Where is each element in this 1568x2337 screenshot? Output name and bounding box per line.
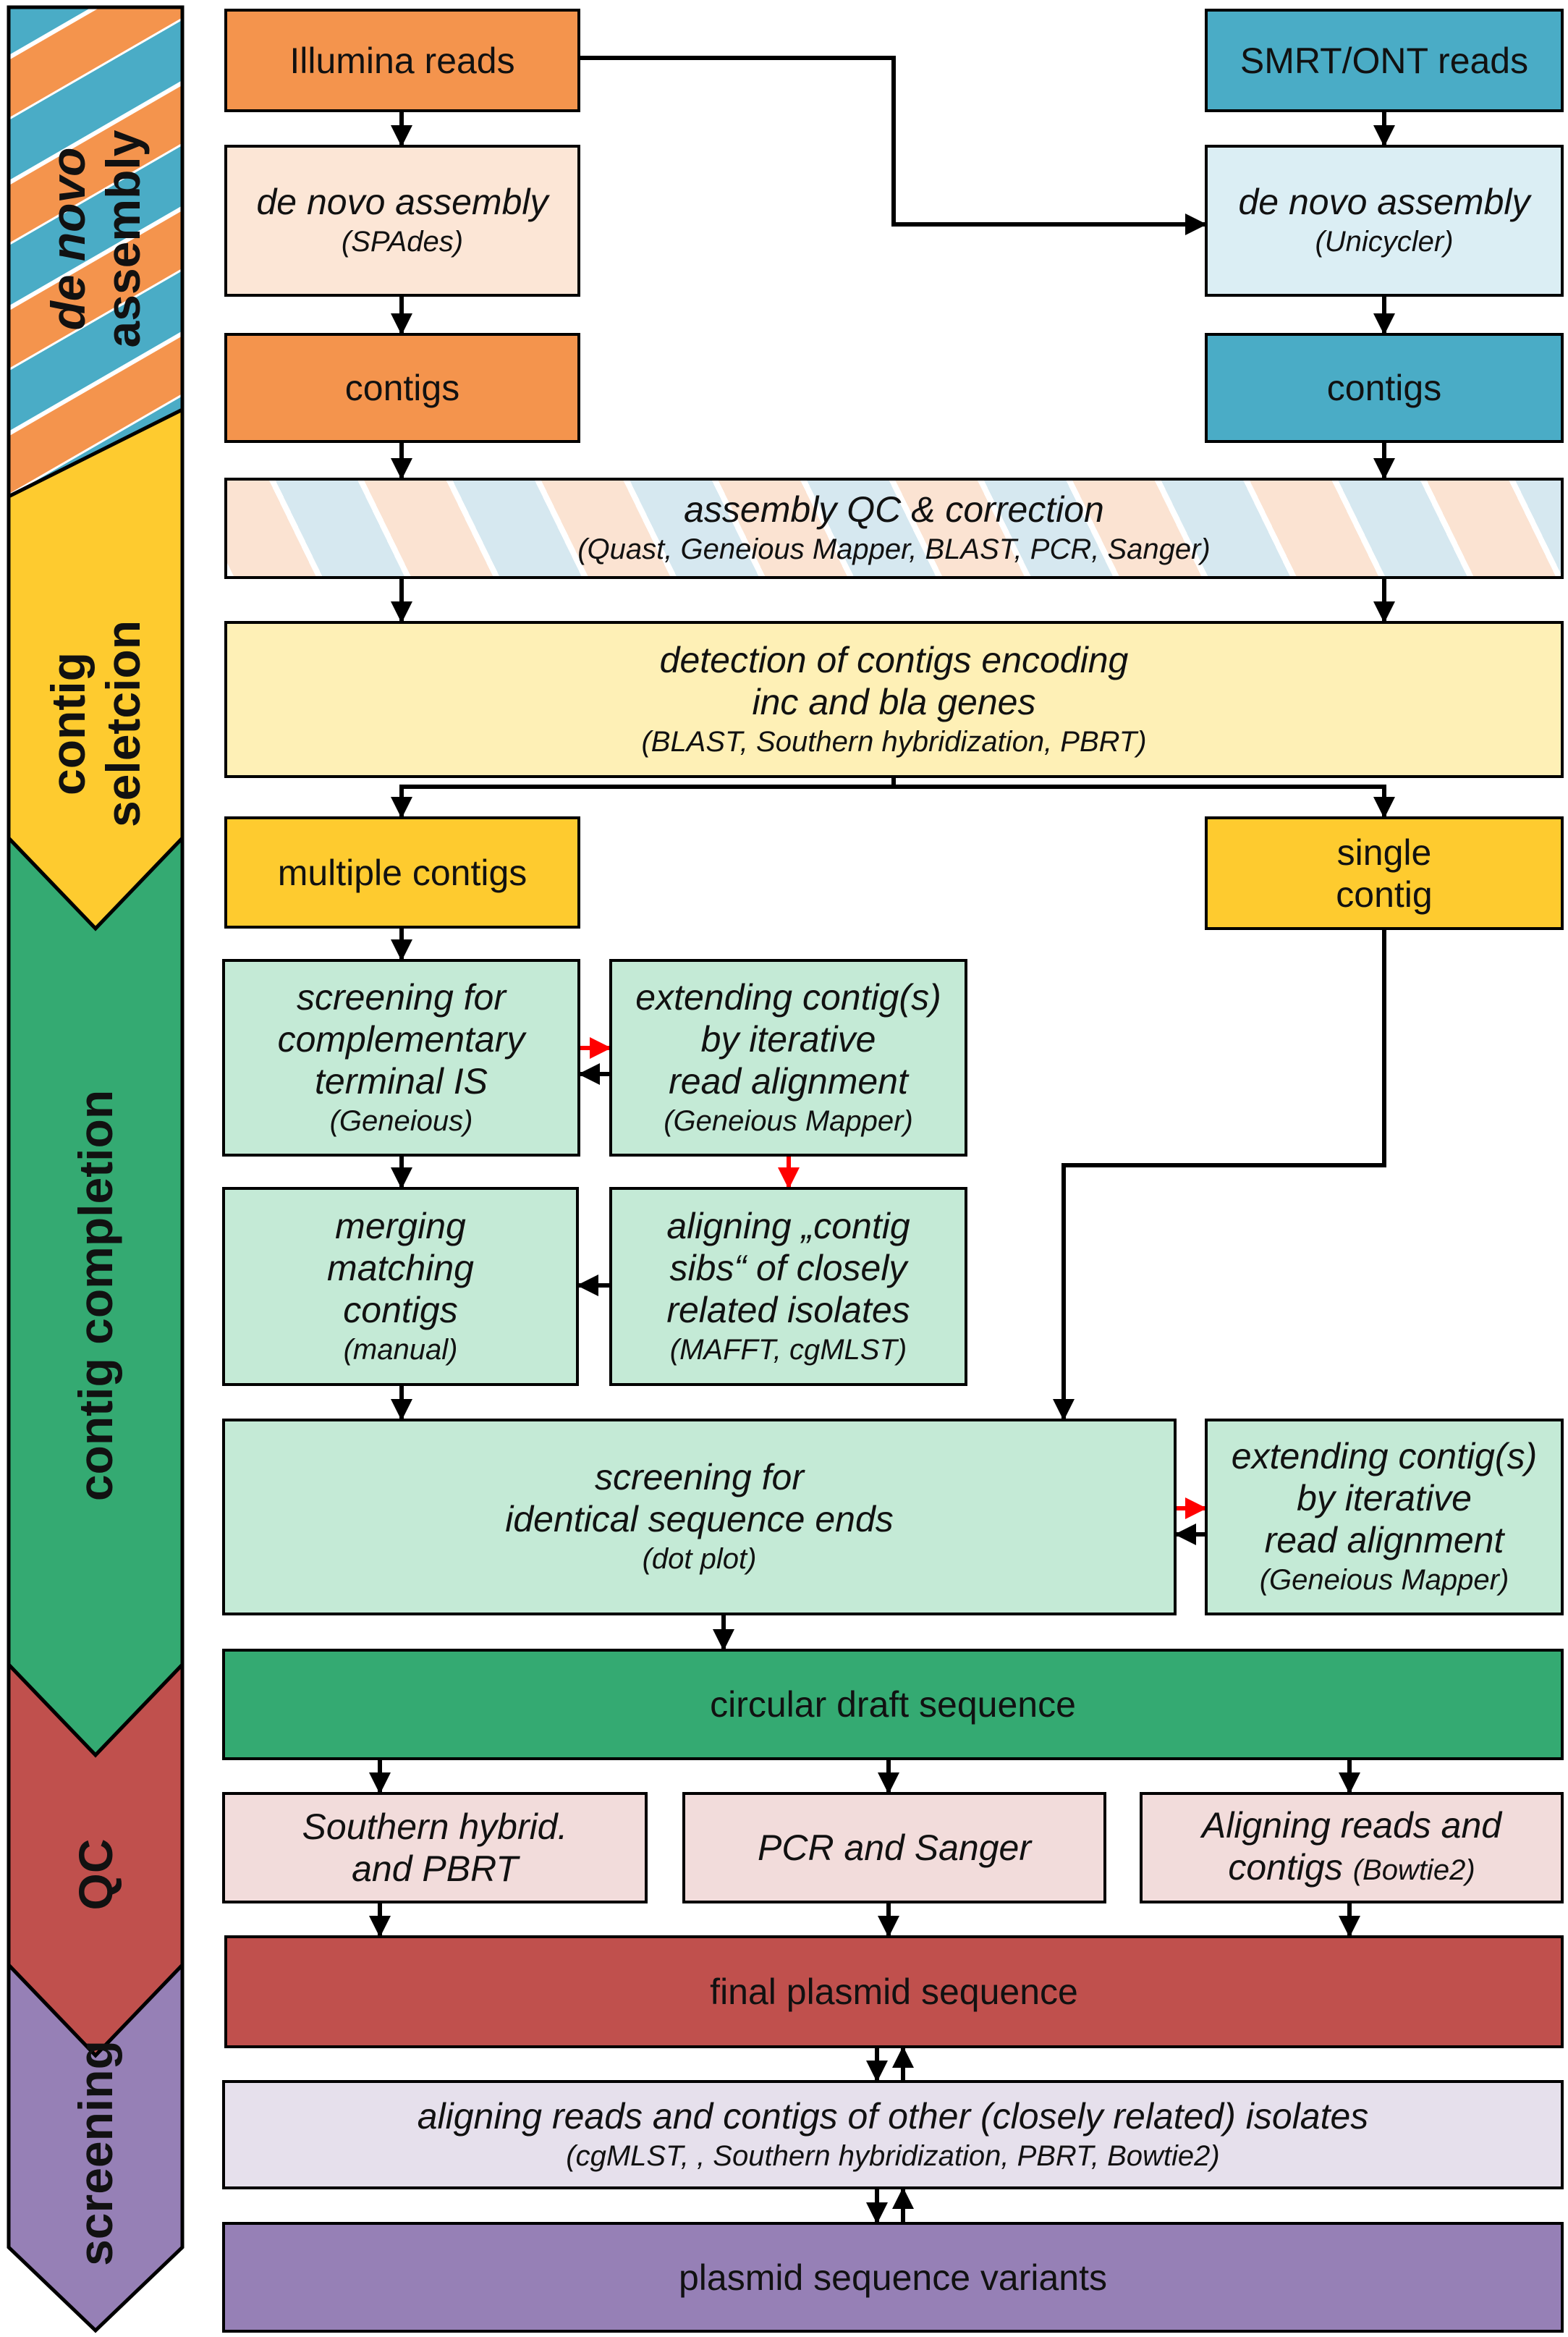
box-line: Aligning reads and <box>1201 1805 1502 1846</box>
phase-bar <box>7 5 185 2333</box>
box-tool: (manual) <box>343 1333 458 1366</box>
box-tool: (Unicycler) <box>1315 226 1454 258</box>
detection-box: detection of contigs encoding inc and bl… <box>224 621 1564 778</box>
merging-matching-contigs-box: merging matching contigs (manual) <box>222 1187 579 1386</box>
box-line: terminal IS <box>315 1060 488 1102</box>
extending-contigs-box-2: extending contig(s) by iterative read al… <box>1205 1419 1564 1615</box>
illumina-reads-box: Illumina reads <box>224 9 580 112</box>
final-plasmid-sequence-box: final plasmid sequence <box>224 1935 1564 2048</box>
box-label: SMRT/ONT reads <box>1239 40 1529 81</box>
box-line: by iterative <box>700 1018 876 1060</box>
phase-screening <box>7 1960 185 2333</box>
box-line: extending contig(s) <box>635 976 941 1018</box>
box-label: contigs <box>344 368 460 408</box>
aligning-other-isolates-box: aligning reads and contigs of other (clo… <box>222 2080 1564 2189</box>
box-line: sibs“ of closely <box>669 1247 907 1288</box>
box-label: contigs <box>1326 368 1442 408</box>
box-line: contig <box>1336 874 1433 915</box>
aligning-contig-sibs-box: aligning „contig sibs“ of closely relate… <box>609 1187 967 1386</box>
box-line: contigs (Bowtie2) <box>1228 1846 1475 1891</box>
box-title: de novo assembly <box>256 182 548 222</box>
box-tool: (Geneious) <box>329 1104 473 1137</box>
box-label: Illumina reads <box>289 40 515 81</box>
box-line: screening for <box>594 1457 805 1497</box>
box-line: read alignment <box>669 1060 908 1102</box>
contigs-left-box: contigs <box>224 333 580 443</box>
box-line: by iterative <box>1297 1478 1472 1518</box>
box-label: plasmid sequence variants <box>679 2257 1107 2298</box>
box-line: screening for <box>296 976 507 1018</box>
box-label: final plasmid sequence <box>710 1972 1078 2012</box>
box-line: related isolates <box>666 1289 910 1330</box>
box-line: single <box>1336 832 1432 873</box>
de-novo-assembly-unicycler-box: de novo assembly (Unicycler) <box>1205 145 1564 297</box>
aligning-reads-bowtie-box: Aligning reads and contigs (Bowtie2) <box>1140 1792 1564 1903</box>
arrow <box>1053 930 1386 1421</box>
box-tool: (Geneious Mapper) <box>664 1104 913 1137</box>
box-title: assembly QC & correction <box>684 489 1104 530</box>
box-line: inc and bla genes <box>752 681 1036 722</box>
plasmid-sequence-variants-box: plasmid sequence variants <box>222 2222 1564 2333</box>
box-label: multiple contigs <box>277 852 527 893</box>
arrow <box>894 785 1395 819</box>
box-label: circular draft sequence <box>710 1684 1076 1725</box>
screening-identical-ends-box: screening for identical sequence ends (d… <box>222 1419 1177 1615</box>
box-tool: (MAFFT, cgMLST) <box>669 1333 907 1366</box>
box-line: contigs <box>343 1289 458 1330</box>
box-tool: (cgMLST, , Southern hybridization, PBRT,… <box>566 2139 1220 2172</box>
box-title: aligning reads and contigs of other (clo… <box>417 2095 1369 2137</box>
box-tool: (SPAdes) <box>341 226 464 258</box>
box-line: Southern hybrid. <box>302 1806 568 1847</box>
box-line: aligning „contig <box>666 1205 910 1246</box>
arrow <box>579 56 1207 235</box>
box-line-part: contigs <box>1228 1847 1343 1888</box>
arrow <box>391 778 896 819</box>
box-line: identical sequence ends <box>505 1499 894 1539</box>
single-contig-box: single contig <box>1205 816 1564 930</box>
southern-hybrid-box: Southern hybrid. and PBRT <box>222 1792 648 1903</box>
box-tool: (BLAST, Southern hybridization, PBRT) <box>641 725 1147 758</box>
circular-draft-sequence-box: circular draft sequence <box>222 1649 1564 1760</box>
box-tool: (dot plot) <box>642 1543 757 1575</box>
box-line: matching <box>327 1247 474 1288</box>
box-line: extending contig(s) <box>1231 1436 1538 1476</box>
box-line: complementary <box>277 1018 525 1060</box>
extending-contigs-box-1: extending contig(s) by iterative read al… <box>609 959 967 1157</box>
smrt-ont-reads-box: SMRT/ONT reads <box>1205 9 1564 112</box>
box-line: read alignment <box>1264 1520 1504 1560</box>
box-tool: (Bowtie2) <box>1352 1854 1475 1886</box>
box-line: detection of contigs encoding <box>659 639 1129 680</box>
box-tool: (Geneious Mapper) <box>1259 1564 1509 1596</box>
assembly-qc-box: assembly QC & correction (Quast, Geneiou… <box>224 478 1564 579</box>
box-line: merging <box>335 1205 466 1246</box>
box-line: and PBRT <box>352 1848 518 1889</box>
contigs-right-box: contigs <box>1205 333 1564 443</box>
screening-terminal-is-box: screening for complementary terminal IS … <box>222 959 580 1157</box>
box-label: PCR and Sanger <box>757 1827 1031 1868</box>
box-tool: (Quast, Geneious Mapper, BLAST, PCR, San… <box>577 533 1211 565</box>
box-title: de novo assembly <box>1238 182 1530 222</box>
multiple-contigs-box: multiple contigs <box>224 816 580 929</box>
de-novo-assembly-spades-box: de novo assembly (SPAdes) <box>224 145 580 297</box>
pcr-sanger-box: PCR and Sanger <box>682 1792 1106 1903</box>
